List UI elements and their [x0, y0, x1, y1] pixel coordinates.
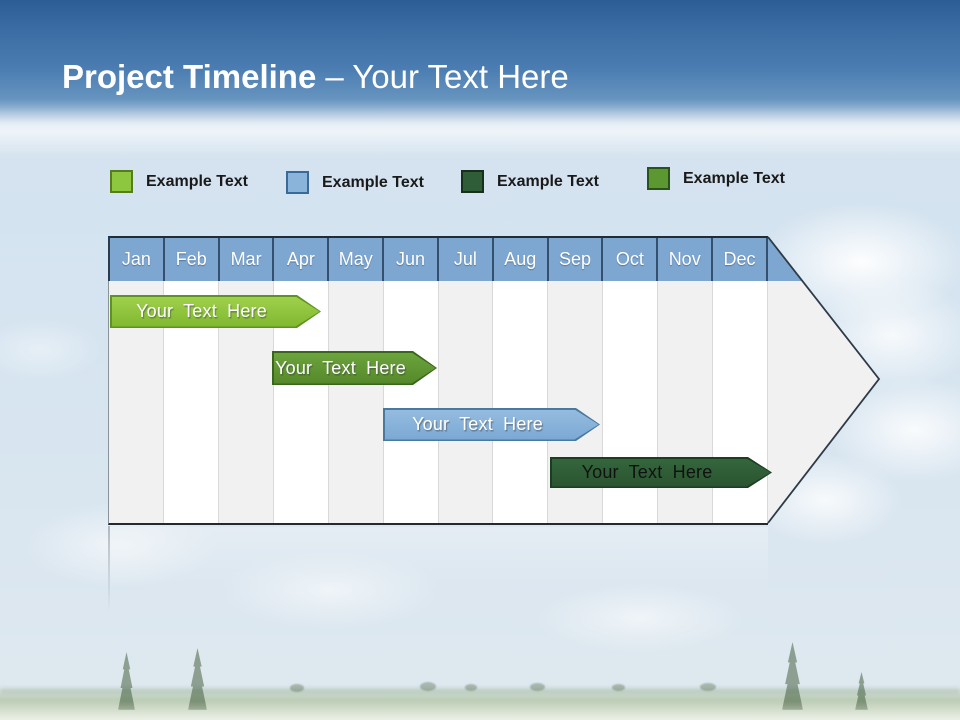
task-bar-4-fill: [552, 459, 771, 487]
task-bar-2-label: Your Text Here: [275, 357, 406, 378]
month-cell-may: May: [329, 238, 385, 281]
month-cell-jul: Jul: [438, 238, 494, 281]
bush-silhouette: [420, 682, 436, 691]
task-bar-2-fill: [274, 353, 436, 384]
arrow-head-header-band: [768, 237, 803, 281]
bush-silhouette: [530, 683, 545, 691]
tree-silhouette: [782, 642, 803, 710]
month-cell-oct: Oct: [603, 238, 659, 281]
legend-label: Example Text: [683, 170, 785, 187]
timeline-reflection: [108, 527, 768, 589]
grid-column-aug: [493, 281, 549, 523]
slide-title: Project Timeline– Your Text Here: [62, 58, 569, 96]
bush-silhouette: [612, 684, 625, 691]
legend-item-3: Example Text: [461, 170, 599, 193]
header-cloud-fog: [0, 104, 960, 156]
legend-swatch-dark-green: [461, 170, 484, 193]
legend-swatch-medium-green: [647, 167, 670, 190]
legend-swatch-blue: [286, 171, 309, 194]
month-cell-dec: Dec: [713, 238, 768, 281]
bush-silhouette: [465, 684, 477, 691]
task-bar-1-label: Your Text Here: [136, 301, 267, 321]
month-cell-nov: Nov: [658, 238, 714, 281]
task-bar-1-fill: [112, 297, 320, 327]
legend-label: Example Text: [146, 173, 248, 190]
month-cell-apr: Apr: [274, 238, 330, 281]
slide-title-main: Project Timeline: [62, 58, 317, 95]
legend-label: Example Text: [497, 173, 599, 190]
bush-silhouette: [290, 684, 304, 692]
grid-column-jul: [438, 281, 494, 523]
grid-column-jun: [383, 281, 439, 523]
task-bar-4-label: Your Text Here: [581, 462, 713, 482]
bottom-fog: [0, 702, 960, 720]
legend-item-4: Example Text: [647, 167, 785, 190]
legend-item-2: Example Text: [286, 171, 424, 194]
arrow-head-outline: [767, 236, 881, 524]
arrow-head-body: [768, 237, 879, 523]
legend-item-1: Example Text: [110, 170, 248, 193]
month-cell-feb: Feb: [164, 238, 220, 281]
slide-title-placeholder: – Your Text Here: [325, 58, 569, 95]
month-cell-aug: Aug: [493, 238, 549, 281]
task-bar-1: Your Text Here: [110, 295, 321, 328]
tree-silhouette: [188, 648, 207, 710]
task-bar-3-label: Your Text Here: [412, 414, 543, 434]
task-bar-2: Your Text Here: [272, 351, 437, 385]
month-cell-sep: Sep: [548, 238, 604, 281]
legend-label: Example Text: [322, 174, 424, 191]
task-bar-4: Your Text Here: [550, 457, 772, 488]
timeline-month-header: Jan Feb Mar Apr May Jun Jul Aug Sep Oct …: [108, 236, 768, 281]
month-cell-mar: Mar: [219, 238, 275, 281]
task-bar-3-fill: [385, 410, 599, 440]
month-cell-jun: Jun: [384, 238, 439, 281]
timeline-arrow-head: [767, 236, 881, 524]
legend-swatch-light-green: [110, 170, 133, 193]
timeline-reflection-edge: [108, 526, 110, 612]
grid-column-may: [328, 281, 384, 523]
bush-silhouette: [700, 683, 716, 691]
task-bar-3: Your Text Here: [383, 408, 600, 441]
month-cell-jan: Jan: [110, 238, 165, 281]
